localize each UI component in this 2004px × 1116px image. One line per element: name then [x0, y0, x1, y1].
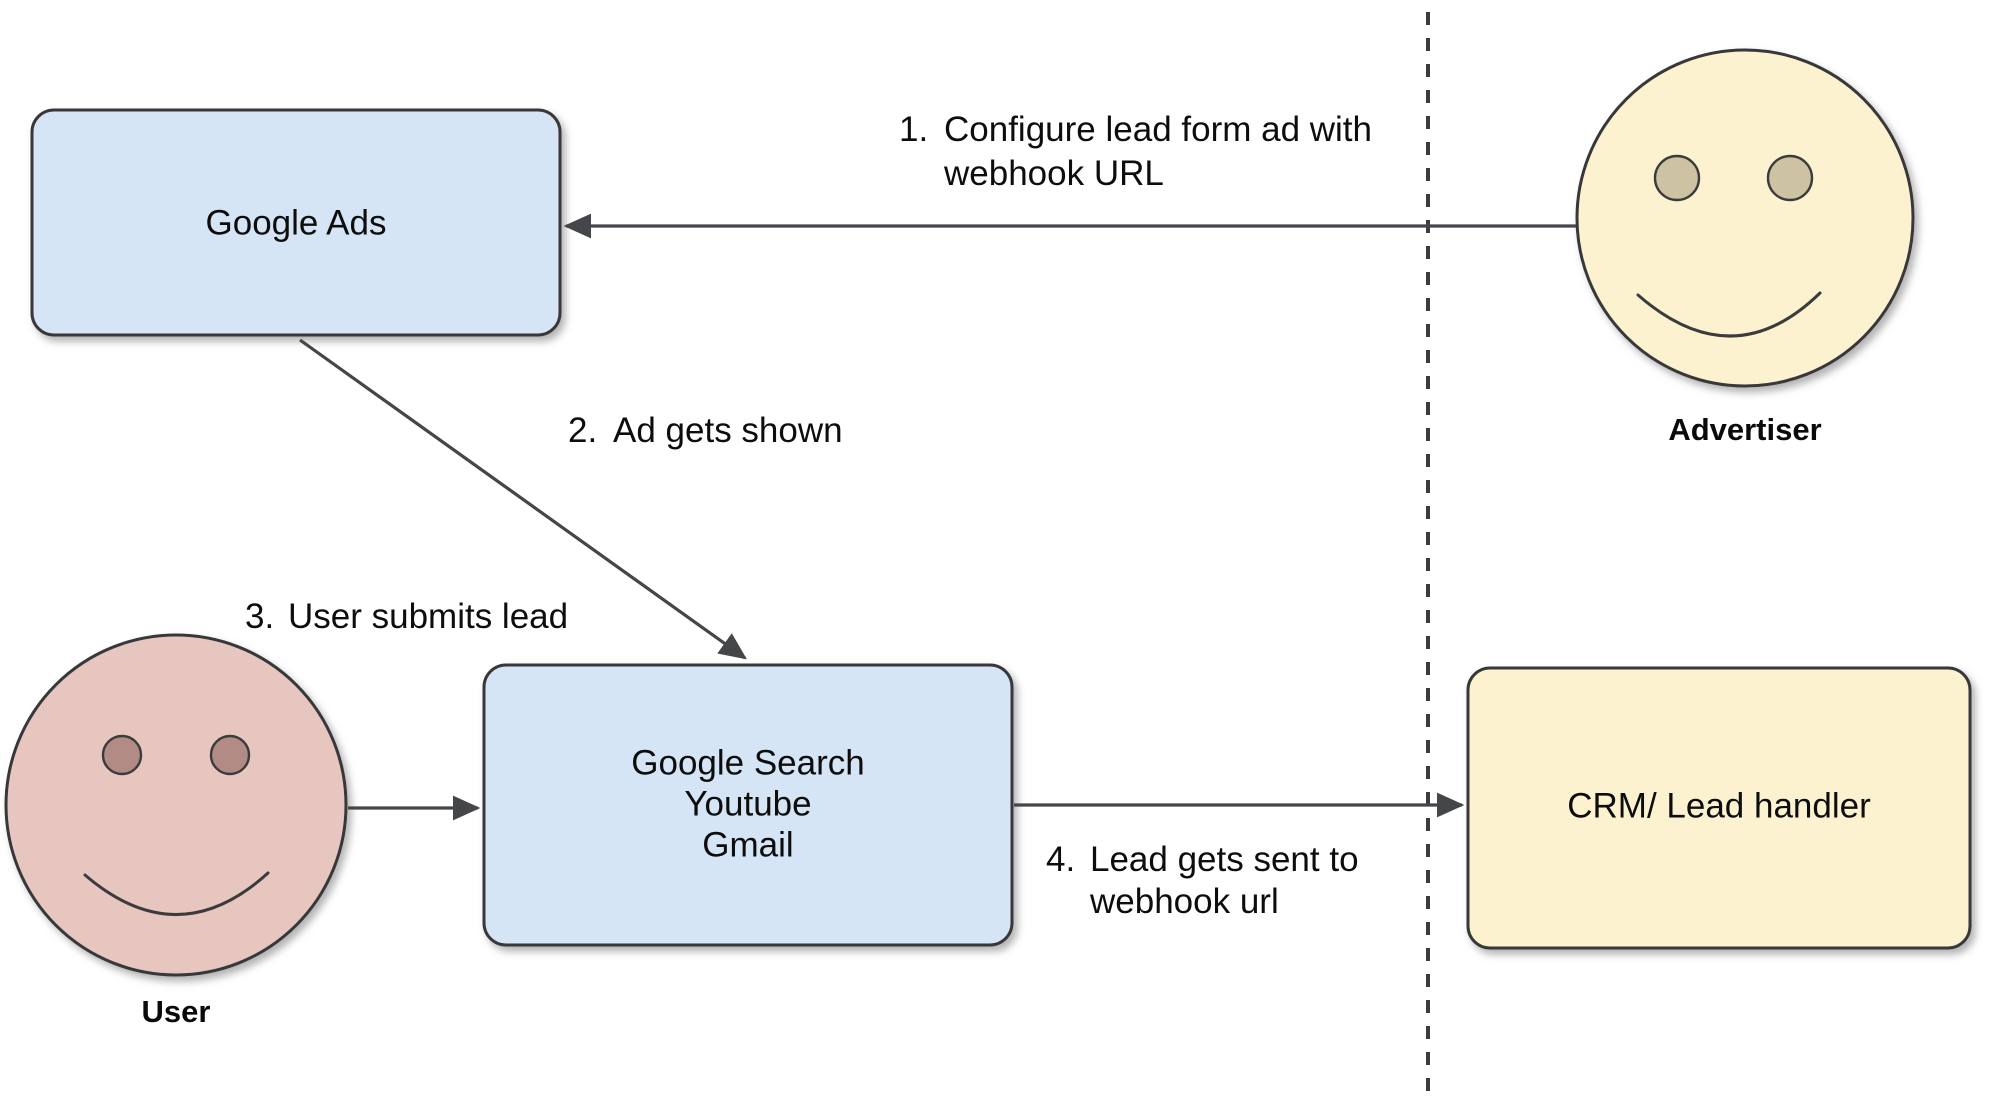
google-ads-box[interactable]: [30, 108, 562, 337]
user-left-eye-icon: [101, 734, 143, 776]
edge-step-4-number: 4.: [1046, 840, 1075, 879]
node-crm-lead-handler[interactable]: CRM/ Lead handler: [1466, 666, 1972, 950]
advertiser-left-eye-icon: [1653, 154, 1701, 202]
surface-line-youtube: Youtube: [684, 784, 811, 823]
edge-step-3-number: 3.: [245, 597, 274, 636]
google-surfaces-box[interactable]: [482, 663, 1014, 947]
edge-step-2[interactable]: 2. Ad gets shown: [299, 338, 843, 660]
advertiser-label: Advertiser: [1668, 412, 1821, 447]
advertiser-right-eye-icon: [1766, 154, 1814, 202]
node-google-ads[interactable]: Google Ads: [30, 108, 562, 337]
user-right-eye-icon: [209, 734, 251, 776]
crm-box[interactable]: [1466, 666, 1972, 950]
edge-step-1-text-line-1: Configure lead form ad with: [944, 110, 1372, 149]
actor-user[interactable]: User: [4, 633, 348, 1029]
user-face-circle[interactable]: [4, 633, 348, 977]
advertiser-smile-icon: [1636, 291, 1822, 338]
google-ads-label: Google Ads: [206, 203, 387, 242]
surface-line-google-search: Google Search: [631, 743, 864, 782]
edge-step-2-number: 2.: [568, 411, 597, 450]
edge-step-3-text-line-1: User submits lead: [288, 597, 568, 636]
node-google-surfaces[interactable]: Google Search Youtube Gmail: [482, 663, 1014, 947]
edge-step-4-text-line-1: Lead gets sent to: [1090, 840, 1359, 879]
user-label: User: [142, 994, 211, 1029]
edge-step-1-text-line-2: webhook URL: [943, 154, 1164, 193]
edge-step-1-number: 1.: [899, 110, 928, 149]
edge-step-1[interactable]: 1. Configure lead form ad with webhook U…: [563, 110, 1576, 239]
edge-step-2-text-line-1: Ad gets shown: [613, 411, 843, 450]
user-smile-icon: [83, 871, 270, 916]
edge-step-3[interactable]: 3. User submits lead: [245, 597, 568, 821]
crm-label: CRM/ Lead handler: [1567, 786, 1871, 825]
edge-step-4[interactable]: 4. Lead gets sent to webhook url: [1014, 792, 1465, 921]
advertiser-face-circle[interactable]: [1575, 48, 1915, 388]
edge-step-2-line[interactable]: [299, 338, 747, 660]
actor-advertiser[interactable]: Advertiser: [1575, 48, 1915, 447]
surface-line-gmail: Gmail: [702, 825, 793, 864]
edge-step-4-text-line-2: webhook url: [1089, 882, 1279, 921]
